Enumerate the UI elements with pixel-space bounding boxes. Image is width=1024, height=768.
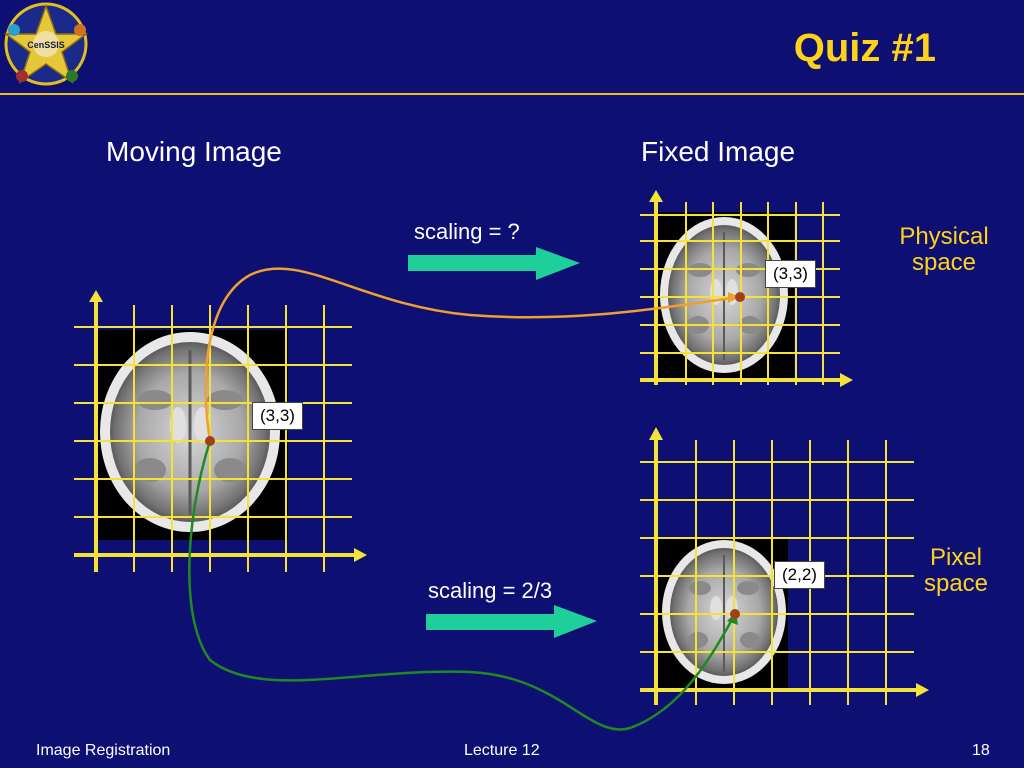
pixel-grid	[640, 440, 914, 705]
fixed-image-heading: Fixed Image	[641, 136, 796, 167]
moving-image-panel	[74, 290, 367, 572]
moving-axes	[74, 290, 367, 572]
physical-space-label: Physical space	[884, 224, 1004, 276]
page-title: Quiz #1	[793, 26, 936, 70]
physical-brain-image	[660, 217, 788, 373]
pixel-space-line2: space	[923, 570, 989, 597]
physical-point	[735, 292, 745, 302]
title-divider	[0, 93, 1024, 95]
pixel-space-line1: Pixel	[929, 544, 983, 571]
physical-axes	[640, 190, 853, 387]
scaling-arrow-top	[408, 247, 580, 280]
pixel-coord-label: (2,2)	[774, 561, 825, 589]
physical-space-line2: space	[911, 249, 977, 276]
scaling-arrow-bottom	[426, 605, 597, 638]
pixel-space-panel	[640, 427, 929, 705]
curve-to-physical	[204, 267, 739, 442]
footer-course: Image Registration	[36, 742, 171, 759]
censsis-logo: CenSSIS	[3, 2, 89, 86]
moving-coord-label: (3,3)	[252, 402, 303, 430]
footer-lecture: Lecture 12	[464, 742, 540, 759]
scaling-label-bottom: scaling = 2/3	[428, 578, 553, 603]
physical-space-line1: Physical	[899, 223, 989, 250]
curve-to-pixel	[188, 440, 737, 731]
pixel-brain-image	[662, 540, 786, 684]
pixel-space-label: Pixel space	[896, 545, 1016, 597]
moving-point	[205, 436, 215, 446]
scaling-label-top: scaling = ?	[414, 219, 520, 244]
pixel-axes	[640, 427, 929, 705]
moving-brain-image	[100, 332, 280, 532]
footer-page-number: 18	[972, 742, 990, 759]
logo-text: CenSSIS	[27, 40, 65, 50]
curve-to-physical-arrowhead	[728, 292, 740, 303]
moving-image-heading: Moving Image	[106, 136, 282, 167]
physical-space-panel	[640, 190, 853, 387]
physical-coord-label: (3,3)	[765, 260, 816, 288]
pixel-point	[730, 609, 740, 619]
